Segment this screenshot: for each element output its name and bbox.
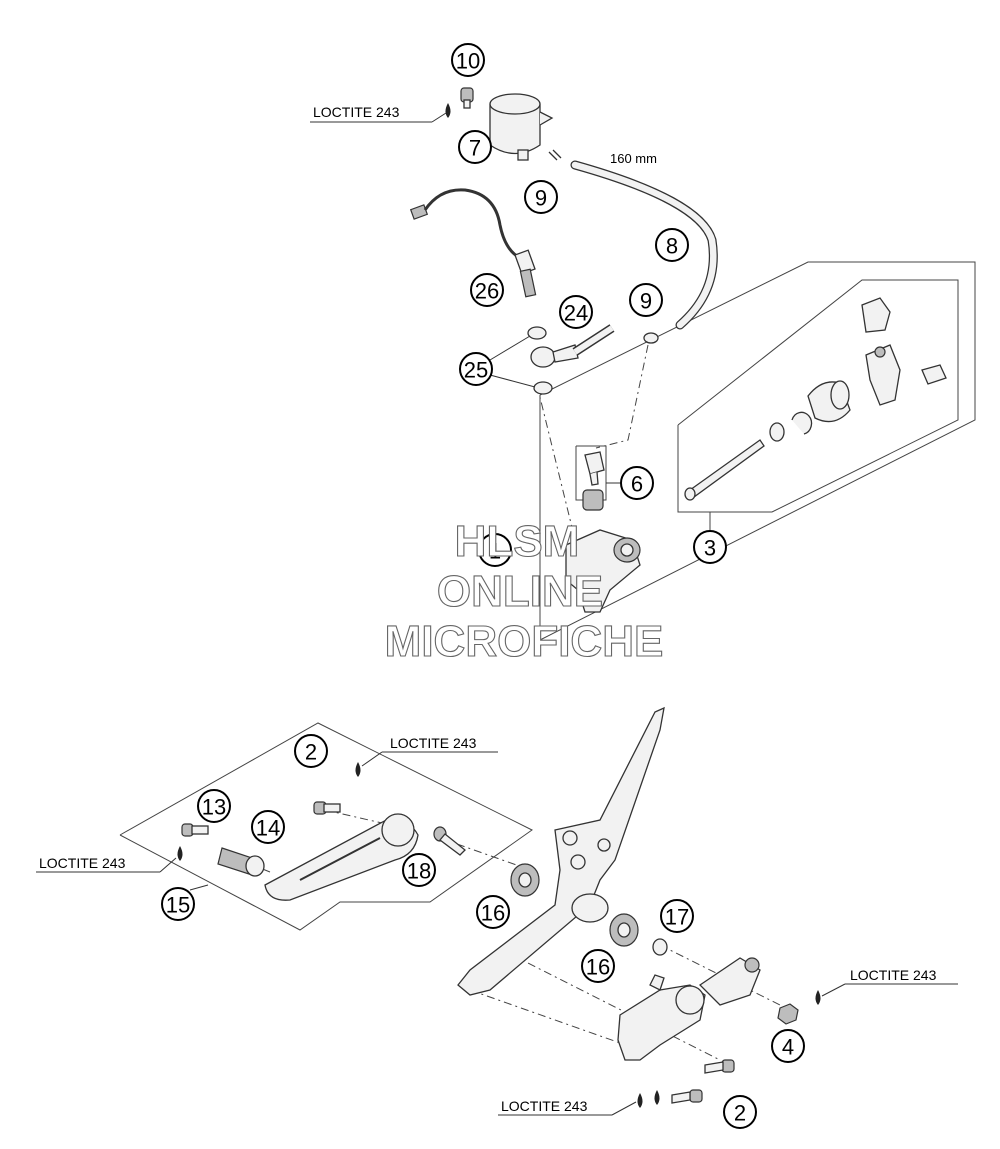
svg-text:14: 14	[256, 816, 280, 841]
callout-16-right: 16	[581, 949, 615, 983]
callout-9-top: 9	[524, 180, 558, 214]
svg-text:6: 6	[631, 472, 643, 497]
hose-clamp-top	[548, 149, 562, 161]
watermark: HLSM ONLINE MICROFICHE	[384, 516, 664, 666]
hose-length-label: 160 mm	[610, 151, 657, 166]
callout-3: 3	[693, 530, 727, 564]
callout-8: 8	[655, 228, 689, 262]
loctite-text: LOCTITE 243	[501, 1098, 588, 1114]
loctite-label-left: LOCTITE 243	[36, 855, 177, 873]
svg-text:10: 10	[456, 49, 480, 74]
callout-4: 4	[771, 1029, 805, 1063]
loctite-text: LOCTITE 243	[313, 104, 400, 120]
piston-boot	[807, 380, 851, 423]
brake-pedal-arm	[264, 813, 419, 901]
piston-kit	[684, 297, 947, 501]
callout-18: 18	[402, 853, 436, 887]
callout-24: 24	[559, 295, 593, 329]
loctite-label-top: LOCTITE 243	[310, 104, 447, 123]
footpeg-rubber	[217, 847, 265, 877]
reservoir-screw	[460, 87, 474, 109]
banjo-fitting	[527, 324, 615, 395]
assembly-line	[536, 384, 581, 561]
reservoir-elbow	[582, 451, 605, 511]
svg-text:2: 2	[734, 1101, 746, 1126]
callout-15: 15	[161, 887, 195, 921]
svg-text:8: 8	[666, 234, 678, 259]
callout-16-left: 16	[476, 895, 510, 929]
callout-17: 17	[660, 899, 694, 933]
loctite-label-right: LOCTITE 243	[821, 967, 958, 997]
svg-text:17: 17	[665, 905, 689, 930]
piston-kit-frame	[677, 279, 959, 513]
watermark-line-3: MICROFICHE	[385, 617, 664, 666]
svg-text:25: 25	[464, 358, 488, 383]
footpeg-bolt	[181, 823, 209, 837]
watermark-line-1: HLSM	[455, 517, 580, 566]
svg-text:24: 24	[564, 301, 588, 326]
mounting-bolts	[671, 1059, 735, 1104]
loctite-drop-icon	[177, 103, 821, 1108]
svg-text:13: 13	[202, 795, 226, 820]
callout-2-top: 2	[294, 734, 328, 768]
callout-9-mid: 9	[629, 283, 663, 317]
callout-25: 25	[459, 352, 493, 386]
callout-1: 1	[478, 533, 512, 567]
svg-text:9: 9	[535, 186, 547, 211]
loctite-text: LOCTITE 243	[39, 855, 126, 871]
svg-text:26: 26	[475, 279, 499, 304]
callout-10: 10	[451, 43, 485, 77]
bushing	[652, 938, 668, 956]
pedal-frame	[119, 722, 533, 931]
brake-light-switch	[409, 188, 537, 298]
fluid-reservoir	[489, 93, 554, 161]
rear-master-cylinder	[617, 957, 761, 1061]
master-cylinder-frame	[539, 261, 976, 641]
hose-clamp-mid	[643, 332, 659, 344]
master-cylinder	[565, 529, 641, 613]
svg-text:16: 16	[586, 955, 610, 980]
bearing-right	[609, 913, 639, 947]
svg-text:16: 16	[481, 901, 505, 926]
pedal-spacer	[433, 826, 466, 856]
bearing-left	[510, 863, 540, 897]
callout-7: 7	[458, 130, 492, 164]
svg-text:18: 18	[407, 859, 431, 884]
svg-text:15: 15	[166, 893, 190, 918]
watermark-line-2: ONLINE	[437, 567, 603, 616]
loctite-label-bottom: LOCTITE 243	[498, 1098, 637, 1116]
svg-text:3: 3	[704, 536, 716, 561]
svg-text:4: 4	[782, 1035, 794, 1060]
callout-6: 6	[620, 466, 654, 500]
svg-text:1: 1	[489, 539, 501, 564]
svg-text:7: 7	[469, 136, 481, 161]
footrest-bracket	[457, 706, 665, 996]
lock-nut	[777, 1003, 799, 1025]
loctite-text: LOCTITE 243	[850, 967, 937, 983]
callout-13: 13	[197, 789, 231, 823]
callout-14: 14	[251, 810, 285, 844]
svg-text:9: 9	[640, 289, 652, 314]
callout-26: 26	[470, 273, 504, 307]
loctite-text: LOCTITE 243	[390, 735, 477, 751]
svg-text:2: 2	[305, 740, 317, 765]
callout-2-bottom: 2	[723, 1095, 757, 1129]
pedal-bolt-top	[313, 801, 341, 815]
loctite-label-mid: LOCTITE 243	[361, 735, 498, 767]
